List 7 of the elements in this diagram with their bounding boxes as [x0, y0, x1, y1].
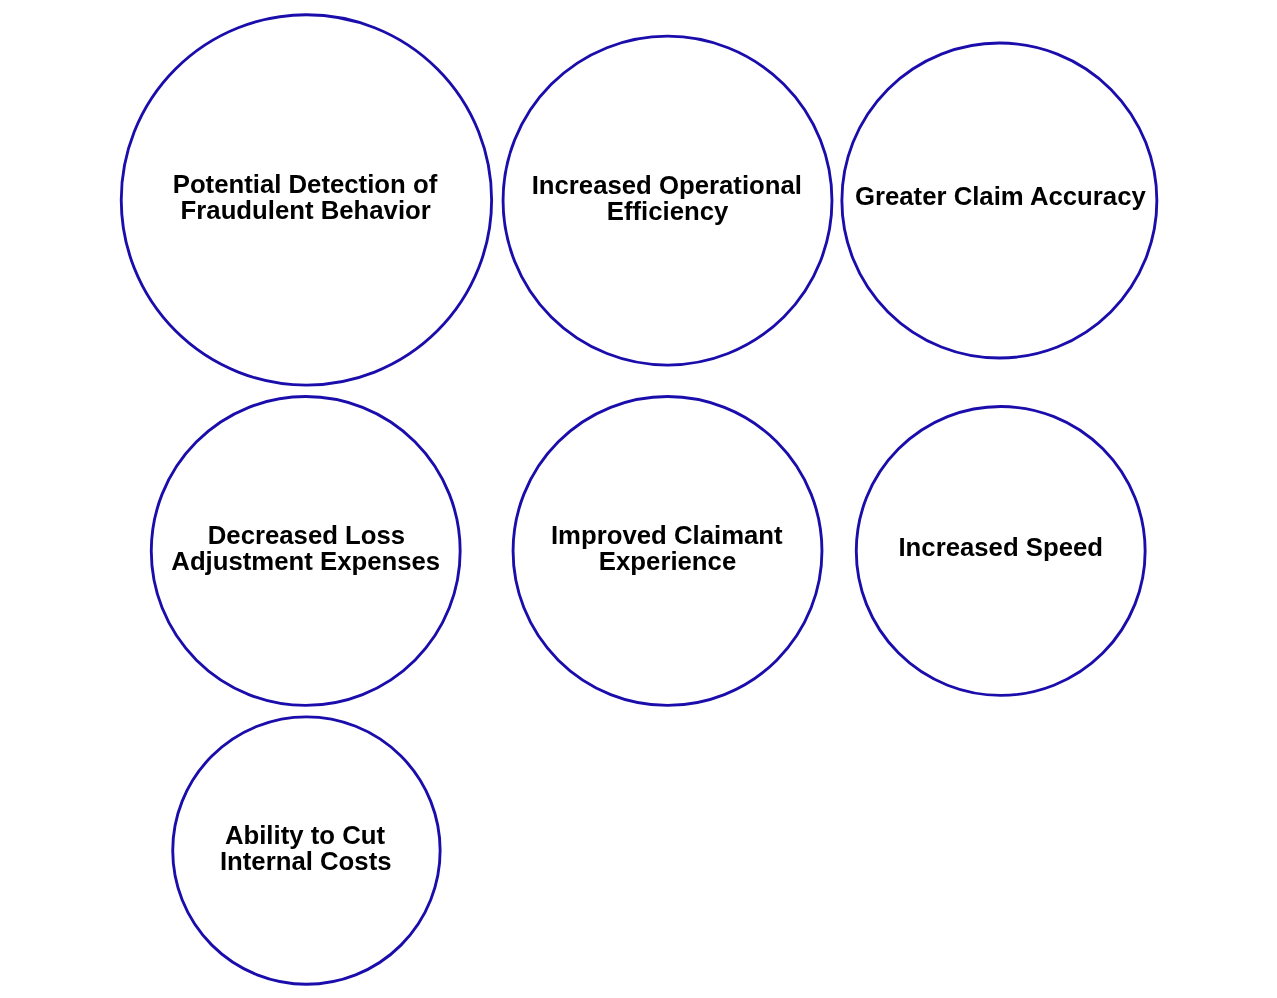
node-circle: Improved Claimant Experience [511, 394, 823, 707]
node-circle: Increased Speed [854, 404, 1147, 697]
node-circle: Ability to Cut Internal Costs [170, 714, 442, 986]
node-circle: Decreased Loss Adjustment Expenses [149, 394, 462, 707]
node-circle: Potential Detection of Fraudulent Behavior [119, 12, 493, 387]
node-circle: Greater Claim Accuracy [839, 41, 1158, 359]
node-circle: Increased Operational Efficiency [501, 34, 833, 366]
